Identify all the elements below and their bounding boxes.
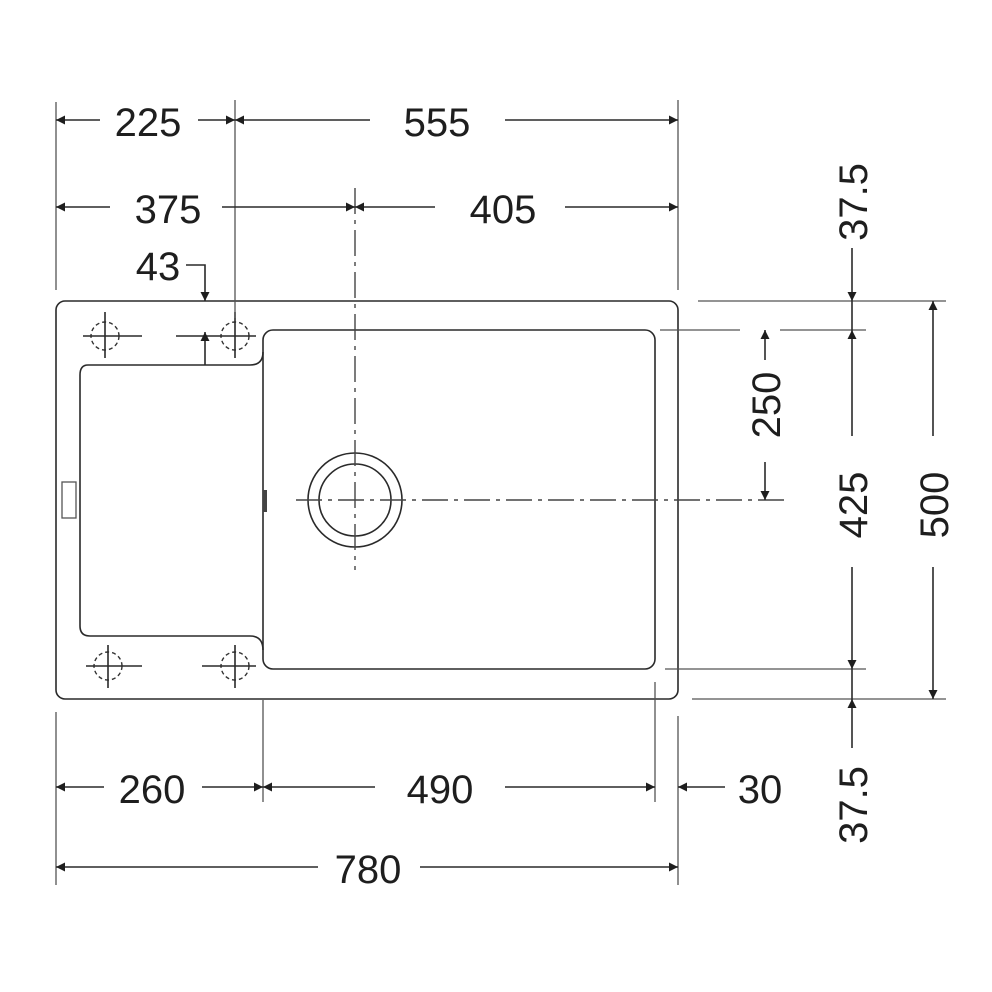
overflow-inlet	[263, 490, 267, 512]
dimension-label: 250	[745, 372, 789, 439]
tap-hole-icon	[83, 312, 142, 358]
dimension-label: 425	[832, 472, 876, 539]
dimension-label: 225	[115, 101, 182, 145]
dimension-label: 30	[738, 768, 783, 812]
dimension-555: 555	[235, 101, 678, 145]
tap-hole-icon	[86, 645, 142, 688]
dimension-780: 780	[56, 848, 678, 892]
dimension-label: 260	[119, 768, 186, 812]
tap-holes	[83, 312, 256, 688]
dimension-label: 780	[335, 848, 402, 892]
dimension-label: 555	[404, 101, 471, 145]
dimension-225: 225	[56, 101, 235, 145]
dimension-30: 30	[678, 768, 782, 812]
tap-hole-icon	[176, 312, 256, 358]
dimension-label: 43	[136, 245, 181, 289]
dimension-37-5-bottom: 37.5	[832, 669, 876, 844]
dimension-260: 260	[56, 768, 263, 812]
tap-hole-icon	[202, 645, 256, 688]
sink-outer-rim	[55, 300, 679, 700]
dimension-label: 37.5	[832, 766, 876, 844]
dimension-label: 405	[470, 188, 537, 232]
dimension-label: 37.5	[832, 163, 876, 241]
sink-body	[55, 300, 679, 700]
dimension-490: 490	[263, 768, 655, 812]
dimension-250: 250	[745, 330, 789, 500]
dimension-500: 500	[913, 301, 957, 699]
drainer-area	[79, 351, 264, 651]
dimension-375: 375	[56, 188, 355, 232]
overflow-slot	[61, 481, 77, 519]
dimension-label: 375	[135, 188, 202, 232]
dimension-label: 500	[913, 472, 957, 539]
dimension-405: 405	[355, 188, 678, 232]
dimension-425: 425	[832, 330, 876, 669]
dimension-37-5-top: 37.5	[832, 163, 876, 330]
dimension-label: 490	[407, 768, 474, 812]
dimension-43: 43	[136, 245, 210, 365]
